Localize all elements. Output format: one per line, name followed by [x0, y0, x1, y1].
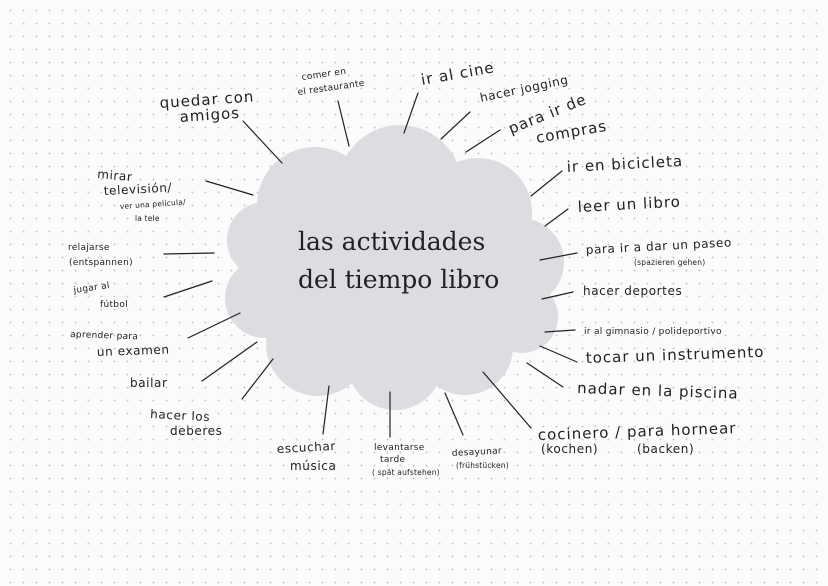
- node-label: (backen): [637, 442, 694, 456]
- node-hacer-deberes: hacer los deberes: [150, 407, 223, 438]
- node-label: (frühstücken): [456, 461, 509, 470]
- node-label: mirar: [97, 167, 133, 184]
- node-label: desayunar: [452, 446, 503, 459]
- branch-aprender: [187, 312, 241, 339]
- center-title-line1: las actividades: [298, 227, 485, 256]
- branch-relajarse: [163, 252, 215, 255]
- branch-bicicleta: [530, 170, 563, 197]
- node-label: música: [290, 459, 336, 473]
- branch-escuchar: [322, 385, 330, 435]
- branch-libro: [544, 208, 569, 227]
- branch-bailar: [201, 341, 258, 382]
- branch-deberes: [241, 358, 274, 400]
- node-label: la tele: [135, 214, 160, 223]
- node-label: levantarse: [374, 443, 425, 453]
- branch-jogging: [440, 111, 471, 140]
- node-desayunar: desayunar (frühstücken): [452, 446, 509, 470]
- node-label: fútbol: [100, 300, 128, 310]
- node-label: ( spät aufstehen): [372, 468, 440, 477]
- cloud-shape: [225, 125, 564, 410]
- branch-television: [205, 180, 254, 196]
- node-label: televisión/: [103, 180, 172, 198]
- node-label: (spazieren gehen): [634, 258, 705, 267]
- branch-cocinero: [482, 371, 532, 429]
- node-label: hacer los: [150, 407, 211, 424]
- node-ir-al-gimnasio: ir al gimnasio / polideportivo: [584, 327, 722, 337]
- branch-gimnasio: [544, 329, 576, 333]
- node-cocinero: cocinero / para hornear (kochen) (backen…: [538, 419, 737, 456]
- node-ir-en-bicicleta: ir en bicicleta: [566, 152, 683, 176]
- branch-compras: [465, 129, 501, 153]
- node-label: comer en: [301, 67, 347, 83]
- node-label: aprender para: [70, 330, 138, 342]
- branch-lines: [163, 92, 578, 438]
- node-label: jugar al: [72, 281, 110, 296]
- node-ir-de-compras: para ir de compras: [506, 90, 609, 147]
- branch-cine: [403, 92, 419, 134]
- node-label: amigos: [179, 104, 241, 126]
- node-jugar-futbol: jugar al fútbol: [72, 281, 128, 310]
- node-label: deberes: [170, 424, 223, 438]
- node-label: escuchar: [276, 439, 336, 456]
- node-mirar-television: mirar televisión/ ver una película/ la t…: [97, 167, 187, 223]
- branch-futbol: [163, 280, 213, 298]
- node-nadar-piscina: nadar en la piscina: [577, 379, 739, 403]
- node-label: tarde: [380, 455, 405, 465]
- node-label: cocinero / para hornear: [538, 419, 737, 444]
- node-leer-libro: leer un libro: [577, 193, 681, 216]
- branch-comer: [337, 100, 350, 147]
- node-quedar-con-amigos: quedar con amigos: [159, 87, 255, 126]
- branch-nadar: [526, 362, 564, 388]
- node-dar-un-paseo: para ir a dar un paseo (spazieren gehen): [585, 235, 732, 267]
- node-label: (kochen): [541, 442, 598, 456]
- node-levantarse-tarde: levantarse tarde ( spät aufstehen): [372, 443, 440, 477]
- branch-quedar: [242, 120, 283, 164]
- node-bailar: bailar: [130, 376, 168, 390]
- node-escuchar-musica: escuchar música: [276, 439, 336, 473]
- node-hacer-deportes: hacer deportes: [583, 284, 682, 298]
- node-label: ver una película/: [120, 197, 187, 211]
- node-comer-restaurante: comer en el restaurante: [297, 67, 365, 98]
- node-ir-al-cine: ir al cine: [420, 58, 496, 89]
- node-label: un examen: [97, 342, 170, 359]
- node-label: para ir a dar un paseo: [585, 235, 732, 257]
- branch-instrumento: [539, 345, 578, 363]
- node-label: (entspannen): [69, 258, 133, 268]
- center-title-line2: del tiempo libro: [298, 265, 499, 294]
- branch-deportes: [541, 291, 574, 300]
- node-label: relajarse: [68, 243, 110, 253]
- node-aprender-examen: aprender para un examen: [70, 330, 170, 359]
- node-tocar-instrumento: tocar un instrumento: [586, 343, 765, 367]
- node-relajarse: relajarse (entspannen): [68, 243, 133, 268]
- branch-paseo: [539, 252, 578, 261]
- branch-desayunar: [444, 392, 464, 436]
